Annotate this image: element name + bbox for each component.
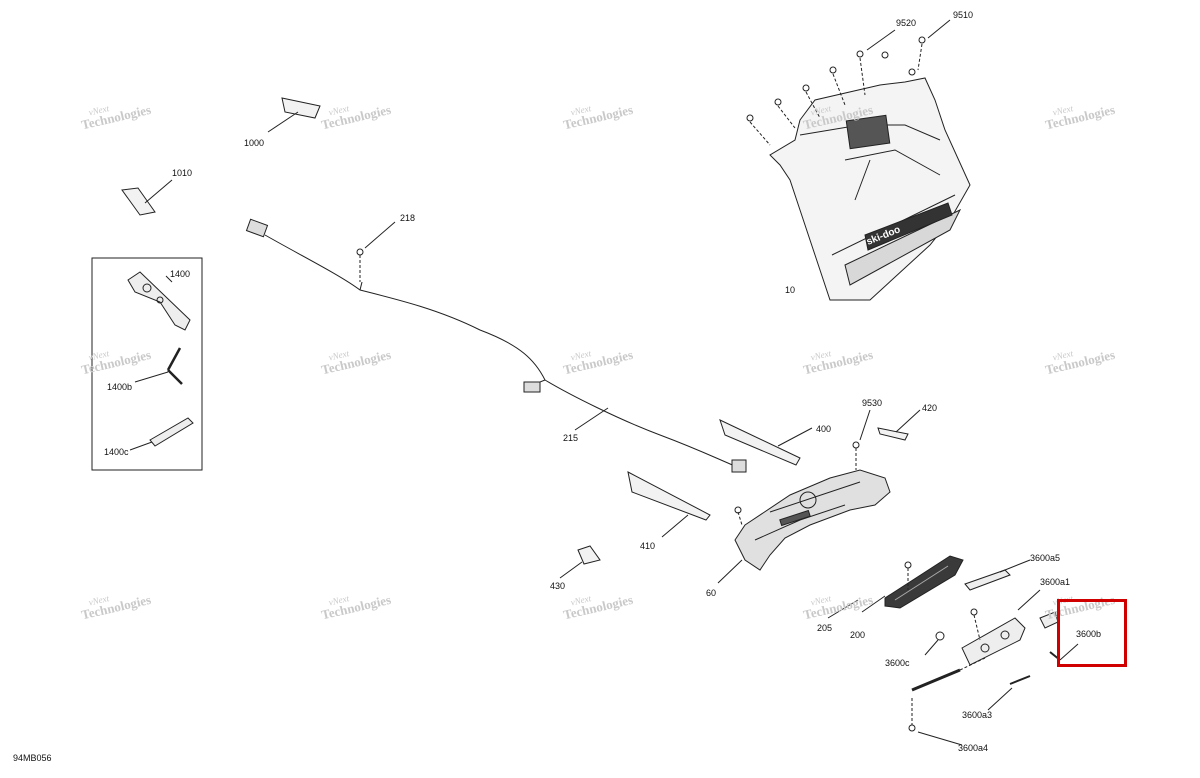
part-label[interactable]: 3600a4 [958, 743, 989, 753]
diagram-code: 94MB056 [13, 753, 52, 763]
part-label[interactable]: 9510 [953, 10, 974, 20]
part-label[interactable]: 9520 [896, 18, 917, 28]
part-label[interactable]: 430 [550, 581, 566, 591]
bracket-3600a1 [961, 617, 1026, 666]
decal-1000 [281, 97, 321, 119]
part-label[interactable]: 1000 [244, 138, 265, 148]
part-label[interactable]: 3600b [1076, 629, 1102, 639]
hex-key-1400b [166, 347, 183, 385]
strap-1400c [149, 417, 194, 447]
part-label[interactable]: 410 [640, 541, 656, 551]
part-label[interactable]: 1400c [104, 447, 129, 457]
part-label[interactable]: 1400b [107, 382, 133, 392]
decal-420 [877, 427, 909, 441]
part-label[interactable]: 10 [785, 285, 796, 295]
reflector-400 [719, 419, 801, 466]
part-label[interactable]: 200 [850, 630, 866, 640]
part-label[interactable]: 400 [816, 424, 832, 434]
decal-430 [577, 545, 601, 565]
part-label[interactable]: 420 [922, 403, 938, 413]
part-label[interactable]: 1010 [172, 168, 193, 178]
part-label[interactable]: 9530 [862, 398, 883, 408]
part-label[interactable]: 60 [706, 588, 717, 598]
wiring-harness-215 [245, 218, 747, 473]
reflector-410 [627, 471, 711, 521]
tail-light-housing-60 [734, 469, 891, 571]
highlight-box [1057, 599, 1127, 667]
decal-3600a5 [964, 569, 1011, 591]
snow-flap-part: ski-doo [769, 77, 971, 301]
part-label[interactable]: 3600a5 [1030, 553, 1061, 563]
part-label[interactable]: 218 [400, 213, 416, 223]
part-label[interactable]: 205 [817, 623, 833, 633]
decal-1010 [121, 187, 156, 216]
part-label[interactable]: 1400 [170, 269, 191, 279]
part-label[interactable]: 3600c [885, 658, 910, 668]
wrench-1400 [127, 271, 191, 331]
tool-kit-frame [91, 257, 203, 471]
tail-light-200 [884, 555, 964, 609]
flap-fasteners [746, 19, 951, 146]
part-label[interactable]: 3600a1 [1040, 577, 1071, 587]
bolt-3600a3 [911, 668, 961, 692]
part-label[interactable]: 3600a3 [962, 710, 993, 720]
part-label[interactable]: 215 [563, 433, 579, 443]
